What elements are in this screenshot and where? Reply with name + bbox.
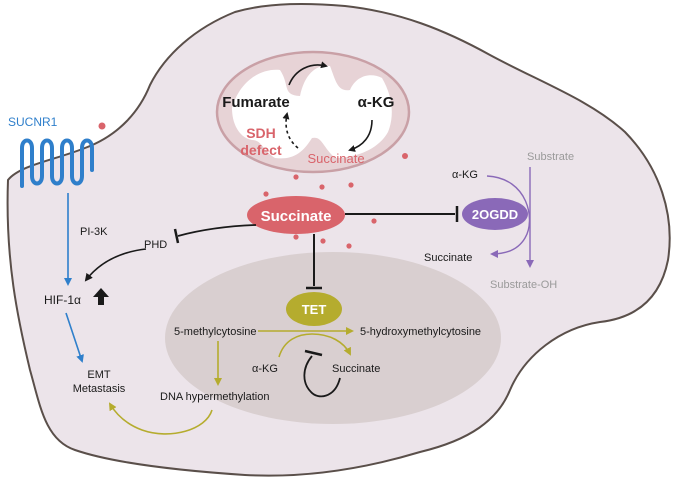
- akg-to-succinate-tet-arrow: [278, 333, 351, 358]
- succinate-node: [247, 196, 345, 234]
- hyper-to-emt-arrow: [108, 402, 213, 435]
- phd-to-hif-arrow: [84, 248, 147, 282]
- akg-to-succinate-ogdd-arrow: [486, 175, 531, 258]
- methylcytosine-label: 5-methylcytosine: [174, 326, 257, 338]
- fumarate-label: Fumarate: [222, 94, 290, 111]
- pi3k-label: PI-3K: [80, 226, 108, 238]
- succinate-dots: [98, 122, 408, 249]
- dna-hypermethylation-label: DNA hypermethylation: [160, 391, 269, 403]
- sdh-defect-label-line2: defect: [240, 142, 282, 158]
- tet-label: TET: [302, 302, 327, 317]
- sdh-defect-dashed-arrow: [282, 112, 299, 149]
- fumarate-to-akg-arrow: [288, 61, 328, 86]
- akg-to-succinate-arrow: [348, 119, 373, 152]
- hydroxymethylcytosine-label: 5-hydroxymethylcytosine: [360, 326, 481, 338]
- substrate-oh-label: Substrate-OH: [490, 279, 557, 291]
- sucnr1-receptor-icon: [20, 138, 94, 188]
- inhibition-bar: [173, 228, 180, 244]
- metastasis-label: Metastasis: [73, 383, 126, 395]
- succinate-ogdd-label: Succinate: [424, 252, 472, 264]
- succinate-mito-label: Succinate: [307, 151, 364, 166]
- 2ogdd-label: 2OGDD: [472, 207, 518, 222]
- akg-mito-label: α-KG: [358, 94, 395, 111]
- up-arrow-icon: [93, 288, 109, 305]
- phd-label: PHD: [144, 239, 167, 251]
- tet-node: [286, 292, 342, 326]
- succinate-inhibits-phd: [177, 224, 257, 237]
- succinate-tet-label: Succinate: [332, 363, 380, 375]
- hif-to-emt-arrow: [65, 312, 84, 363]
- mitochondrion: [215, 50, 411, 174]
- substrate-label: Substrate: [527, 151, 574, 163]
- hif1a-label: HIF-1α: [44, 293, 81, 307]
- akg-ogdd-label: α-KG: [452, 169, 478, 181]
- inhibition-bar: [304, 349, 323, 357]
- emt-label: EMT: [87, 369, 111, 381]
- 2ogdd-node: [462, 198, 528, 230]
- sdh-defect-label-line1: SDH: [246, 125, 276, 141]
- sucnr1-label: SUCNR1: [8, 115, 58, 129]
- succinate-inhibits-tet-loop: [303, 355, 341, 398]
- succinate-node-label: Succinate: [261, 208, 332, 225]
- akg-tet-label: α-KG: [252, 363, 278, 375]
